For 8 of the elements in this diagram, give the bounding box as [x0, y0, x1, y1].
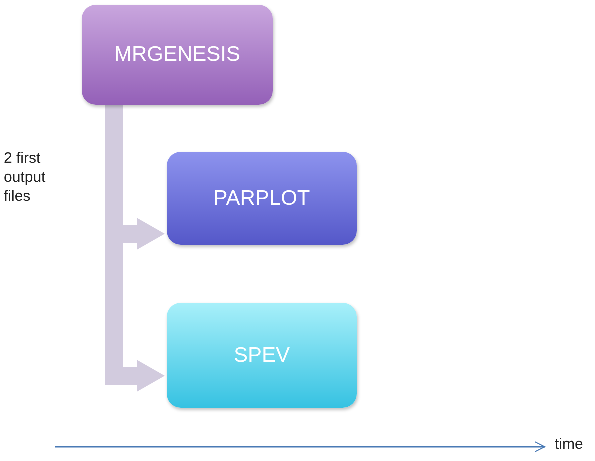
box-label: SPEV — [234, 344, 290, 368]
process-box — [167, 303, 357, 408]
process-box — [82, 5, 273, 105]
process-box — [167, 152, 357, 245]
note-text: 2 first output files — [4, 150, 47, 206]
axis-label: time — [555, 436, 584, 455]
box-label: MRGENESIS — [114, 43, 241, 67]
box-label: PARPLOT — [214, 186, 310, 210]
